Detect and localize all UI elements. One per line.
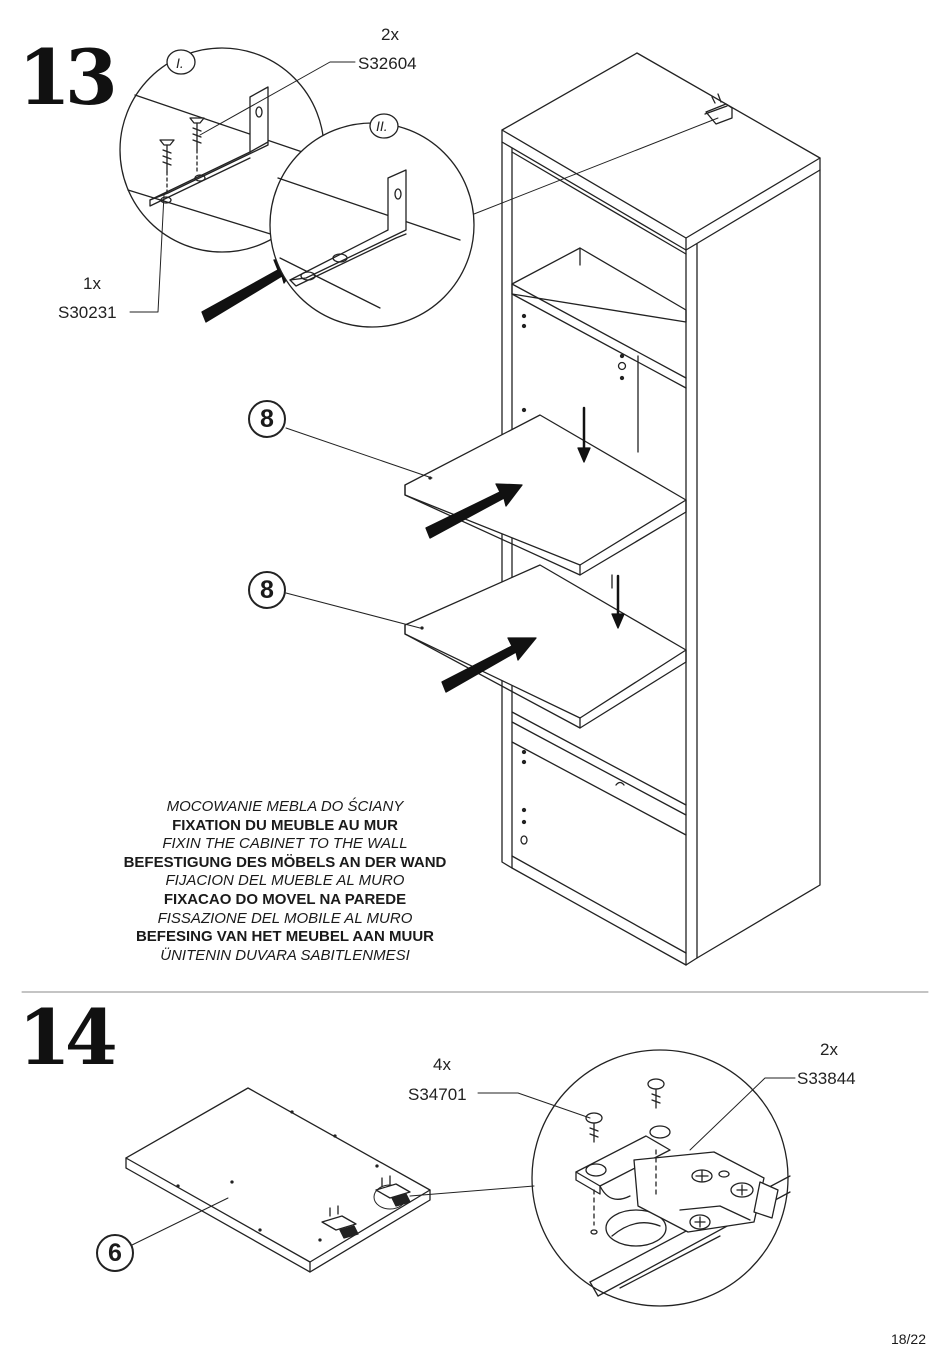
part-code-s33844: S33844: [797, 1069, 856, 1088]
caption-line-tr: ÜNITENIN DUVARA SABITLENMESI: [160, 946, 410, 964]
caption-line-es: FIJACION DEL MUEBLE AL MURO: [165, 872, 405, 890]
caption-line-nl: BEFESING VAN HET MEUBEL AAN MUUR: [135, 928, 435, 946]
part-qty-s32604: 2x: [381, 25, 399, 44]
caption-line-fr: FIXATION DU MEUBLE AU MUR: [172, 816, 398, 834]
part-code-s34701: S34701: [408, 1085, 467, 1104]
part-code-s30231: S30231: [58, 303, 117, 322]
detail-label-two: II.: [376, 118, 388, 134]
cabinet-drawing: [501, 52, 821, 966]
door-panel-drawing: [125, 1087, 431, 1273]
page-number: 18/22: [890, 1331, 926, 1347]
caption-line-pl: MOCOWANIE MEBLA DO ŚCIANY: [166, 798, 404, 815]
hinge-detail-circle: [531, 1049, 791, 1307]
caption-line-it: FISSAZIONE DEL MOBILE AL MURO: [157, 909, 413, 927]
leader-lines-13: [129, 61, 719, 629]
detail-label-one: I.: [176, 55, 184, 71]
leader-lines-14: [131, 1077, 796, 1246]
shelf-panel-upper: [404, 414, 687, 576]
panel-callout-8-upper: 8: [248, 400, 286, 438]
part-qty-s34701: 4x: [433, 1055, 451, 1074]
step-number-13: 13: [18, 33, 118, 122]
panel-callout-6: 6: [96, 1234, 134, 1272]
part-code-s32604: S32604: [358, 54, 417, 73]
detail-circle-two: [269, 113, 475, 328]
caption-line-de: BEFESTIGUNG DES MÖBELS AN DER WAND: [123, 853, 447, 871]
panel-callout-8-lower: 8: [248, 571, 286, 609]
caption-line-pt: FIXACAO DO MOVEL NA PAREDE: [163, 890, 407, 908]
caption-line-en: FIXIN THE CABINET TO THE WALL: [162, 835, 408, 853]
wall-fixing-caption: MOCOWANIE MEBLA DO ŚCIANY FIXATION DU ME…: [60, 798, 510, 965]
shelf-panel-lower: [404, 564, 687, 729]
step-number-14: 14: [18, 993, 118, 1082]
insert-arrows: [201, 259, 625, 693]
part-qty-s30231: 1x: [83, 274, 101, 293]
part-qty-s33844: 2x: [820, 1040, 838, 1059]
